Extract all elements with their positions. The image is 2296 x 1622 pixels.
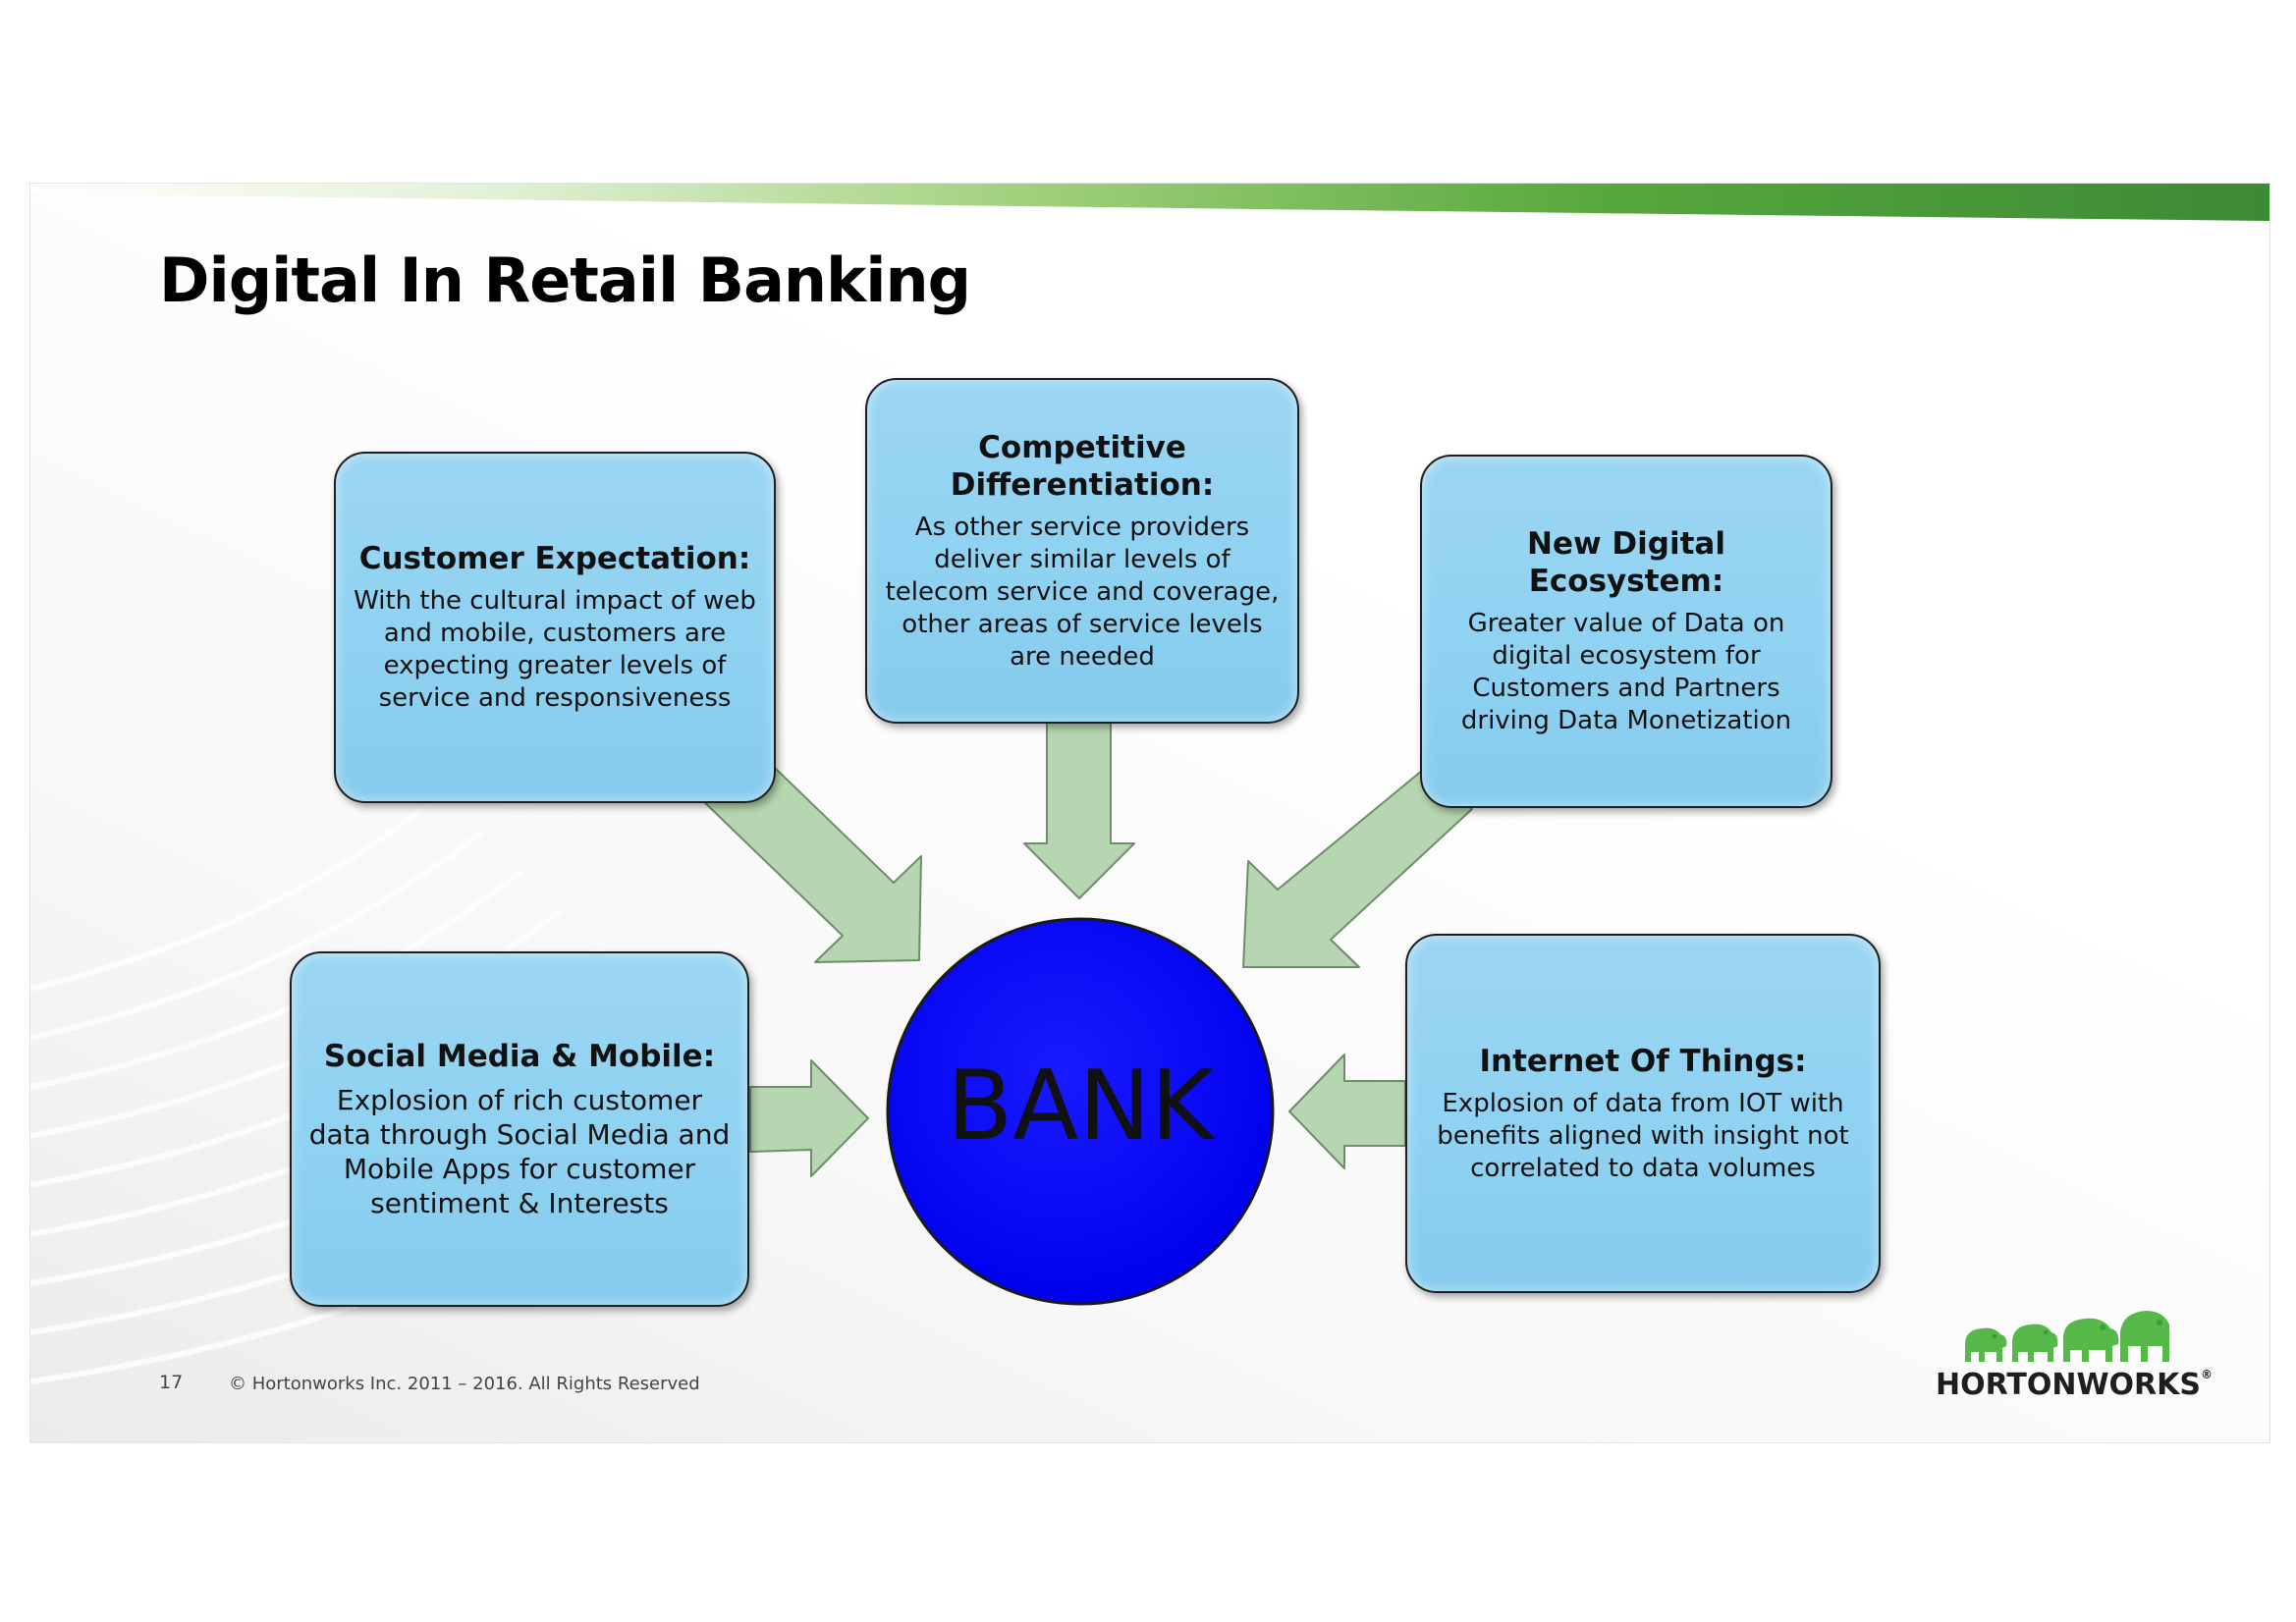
elephant-logo-icon [1965, 1311, 2169, 1362]
arrow-internet-of-things [1288, 1054, 1406, 1169]
diagram-arrows-and-bank [695, 721, 1473, 1306]
bank-label: BANK [947, 1051, 1214, 1162]
box-body: As other service providers deliver simil… [885, 512, 1280, 672]
box-body: Greater value of Data on digital ecosyst… [1460, 609, 1792, 735]
bank-circle [886, 917, 1275, 1306]
arrow-new-digital-ecosystem [1242, 769, 1473, 968]
box-internet-of-things: Internet Of Things: Explosion of data fr… [1405, 934, 1881, 1293]
arrow-social-media-mobile [749, 1059, 869, 1177]
page-number: 17 [159, 1372, 184, 1393]
box-body: Explosion of rich customer data through … [308, 1084, 731, 1219]
box-body: With the cultural impact of web and mobi… [354, 586, 756, 713]
box-competitive-differentiation: Competitive Differentiation: As other se… [865, 378, 1299, 724]
slide: Digital In Retail Banking BANK Customer … [29, 183, 2270, 1443]
box-title: Competitive Differentiation: [950, 429, 1215, 503]
box-customer-expectation: Customer Expectation: With the cultural … [334, 452, 776, 803]
hortonworks-logo: HORTONWORKS® [1936, 1311, 2213, 1409]
box-title: Customer Expectation: [358, 541, 751, 576]
top-accent-bar [30, 184, 2269, 221]
box-title: Social Media & Mobile: [323, 1039, 716, 1074]
arrow-competitive-differentiation [1023, 721, 1135, 899]
logo-wordmark-text: HORTONWORKS [1936, 1368, 2201, 1402]
box-body: Explosion of data from IOT with benefits… [1437, 1088, 1849, 1183]
box-new-digital-ecosystem: New Digital Ecosystem: Greater value of … [1420, 455, 1832, 808]
box-title: New Digital Ecosystem: [1527, 526, 1725, 599]
box-title: Internet Of Things: [1479, 1043, 1807, 1079]
copyright-text: © Hortonworks Inc. 2011 – 2016. All Righ… [229, 1374, 700, 1394]
logo-wordmark: HORTONWORKS® [1936, 1368, 2213, 1402]
slide-title: Digital In Retail Banking [159, 244, 971, 316]
box-social-media-mobile: Social Media & Mobile: Explosion of rich… [290, 951, 749, 1307]
logo-registered-mark: ® [2201, 1368, 2213, 1381]
